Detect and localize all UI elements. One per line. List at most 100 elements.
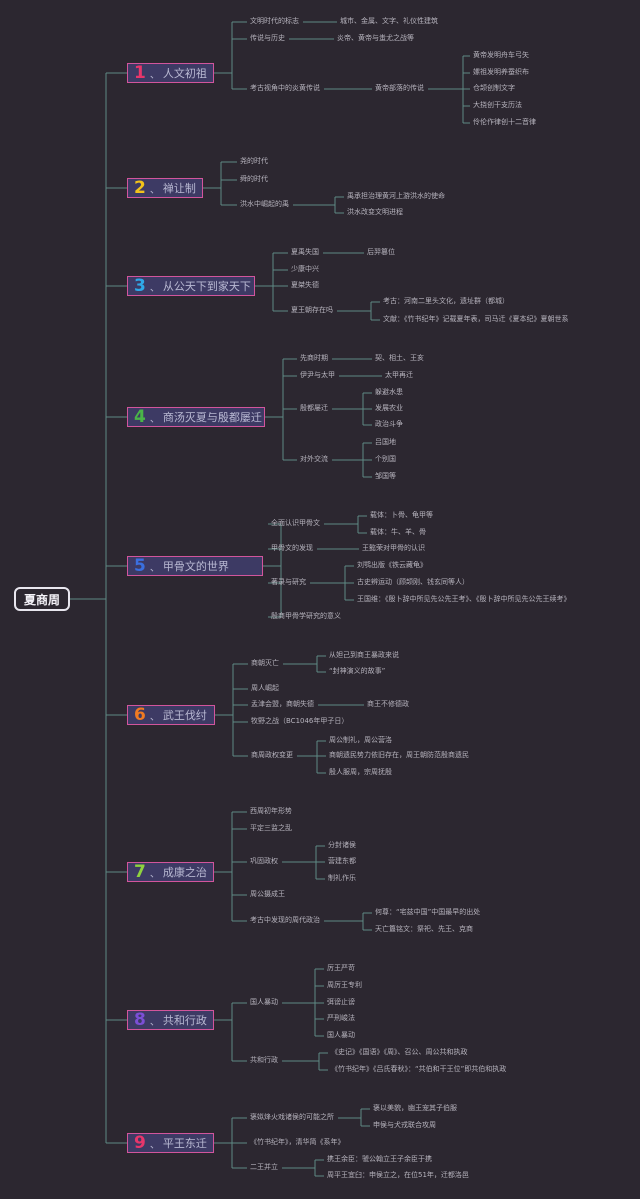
item-label: 先商时期 (300, 354, 328, 362)
child-label: 洪水改变文明进程 (347, 208, 403, 216)
child-label: 商王不修德政 (367, 700, 409, 708)
section-node-6[interactable]: 6、武王伐纣 (127, 705, 215, 725)
item-label: 商周政权变更 (251, 751, 293, 759)
child-label: 王国维：《殷卜辞中所见先公先王考》、《殷卜辞中所见先公先王续考》 (357, 595, 571, 603)
child-label: 发展农业 (375, 404, 403, 412)
item-label: 洪水中崛起的禹 (240, 200, 289, 208)
item-label: 共和行政 (250, 1056, 278, 1064)
item-label: 孟津会盟，商朝失德 (251, 700, 314, 708)
child-label: 考古：河南二里头文化，遗址群（都城） (383, 297, 509, 305)
grandchild-label: 大挠创干支历法 (473, 101, 522, 109)
item-label: 巩固政权 (250, 857, 278, 865)
child-label: 天亡簋铭文：祭祀、先王、克商 (375, 925, 473, 933)
separator: 、 (149, 69, 160, 81)
child-label: 躲避水患 (375, 388, 403, 396)
item-label: 考古中发现的周代政治 (250, 916, 320, 924)
item-label: 周人崛起 (251, 684, 279, 692)
child-label: 周公制礼，周公营洛 (329, 736, 392, 744)
item-label: 考古视角中的炎黄传说 (250, 84, 320, 92)
child-label: 营建东都 (328, 857, 356, 865)
root-node[interactable]: 夏商周 (14, 587, 70, 611)
child-label: 王懿荣对甲骨的认识 (362, 544, 425, 552)
child-label: 《史记》《国语》《周》、召公、周公共和执政 (331, 1048, 468, 1056)
section-node-4[interactable]: 4、商汤灭夏与殷都屡迁 (127, 407, 265, 427)
child-label: 炎帝、黄帝与蚩尤之战等 (337, 34, 414, 42)
item-label: 传说与历史 (250, 34, 285, 42)
section-node-9[interactable]: 9、平王东迁 (127, 1133, 214, 1153)
section-title: 禅让制 (162, 182, 196, 195)
separator: 、 (149, 1139, 160, 1151)
item-label: 对外交流 (300, 455, 328, 463)
child-label: 载体：牛、羊、骨 (370, 528, 426, 536)
child-label: 文献：《竹书纪年》记载夏年表，司马迁《夏本纪》夏朝世系 (383, 315, 569, 323)
section-node-5[interactable]: 5、甲骨文的世界 (127, 556, 263, 576)
section-number: 2 (134, 177, 146, 198)
section-node-1[interactable]: 1、人文初祖 (127, 63, 214, 83)
item-label: 牧野之战（BC1046年甲子日） (251, 717, 349, 725)
child-label: 邹国等 (375, 472, 396, 480)
item-label: 尧的时代 (240, 157, 268, 165)
separator: 、 (149, 282, 160, 294)
section-title: 人文初祖 (162, 67, 207, 80)
section-number: 7 (134, 861, 146, 882)
item-label: 夏禹失国 (291, 248, 319, 256)
item-label: 国人暴动 (250, 998, 278, 1006)
section-number: 1 (134, 62, 146, 83)
item-label: 著录与研究 (271, 578, 306, 586)
section-node-8[interactable]: 8、共和行政 (127, 1010, 214, 1030)
child-label: 个别国 (375, 455, 396, 463)
child-label: 分封诸侯 (328, 841, 356, 849)
child-label: 殷人服周，宗周抚殷 (329, 768, 392, 776)
section-title: 成康之治 (162, 866, 207, 879)
separator: 、 (149, 711, 160, 723)
child-label: 制礼作乐 (328, 874, 356, 882)
section-node-3[interactable]: 3、从公天下到家天下 (127, 276, 255, 296)
section-node-2[interactable]: 2、禅让制 (127, 178, 203, 198)
child-label: 携王余臣：虢公翰立王子余臣于携 (327, 1155, 432, 1163)
root-label: 夏商周 (23, 592, 60, 607)
separator: 、 (149, 1016, 160, 1028)
section-title: 甲骨文的世界 (162, 560, 229, 573)
section-title: 平王东迁 (162, 1137, 207, 1150)
section-number: 8 (134, 1009, 146, 1030)
child-label: 弭谤止谤 (327, 998, 355, 1006)
item-label: 甲骨文的发现 (271, 544, 313, 552)
child-label: 周厉王专利 (327, 981, 362, 989)
child-label: 禹承担治理黄河上游洪水的使命 (347, 192, 445, 200)
item-label: 西周初年形势 (250, 807, 292, 815)
child-label: 政治斗争 (375, 420, 403, 428)
item-label: 夏桀失德 (291, 281, 319, 289)
grandchild-label: 嫘祖发明养蚕织布 (473, 68, 529, 76)
child-label: 褒以美貌，幽王宠其子伯服 (373, 1104, 457, 1112)
separator: 、 (149, 184, 160, 196)
child-label: 厉王严苛 (327, 964, 355, 972)
section-title: 从公天下到家天下 (162, 280, 251, 293)
section-number: 3 (134, 275, 146, 296)
child-label: 契、相土、王亥 (375, 354, 424, 362)
separator: 、 (149, 868, 160, 880)
child-label: 申侯与犬戎联合攻周 (373, 1121, 436, 1129)
child-label: 古史辨运动（顾颉刚、钱玄同等人） (357, 578, 469, 586)
grandchild-label: 仓颉创制文字 (473, 84, 515, 92)
item-label: 伊尹与太甲 (300, 371, 335, 379)
separator: 、 (149, 413, 160, 425)
item-label: 褒姒烽火戏诸侯的可能之所 (250, 1113, 334, 1121)
child-label: 城市、金属、文字、礼仪性建筑 (340, 17, 438, 25)
section-title: 共和行政 (162, 1014, 207, 1027)
child-label: 严刑峻法 (327, 1014, 355, 1022)
child-label: 从妲己到商王暴政来说 (329, 651, 399, 659)
item-label: 舜的时代 (240, 175, 268, 183)
child-label: 周平王宜臼：申侯立之，在位51年，迁都洛邑 (327, 1171, 469, 1179)
child-label: 何尊：“宅兹中国”中国最早的出处 (375, 908, 481, 916)
child-label: 商朝遗民势力依旧存在，周王朝防范殷商遗民 (329, 751, 469, 759)
separator: 、 (149, 562, 160, 574)
child-label: 黄帝部落的传说 (375, 84, 424, 92)
section-node-7[interactable]: 7、成康之治 (127, 862, 214, 882)
section-title: 商汤灭夏与殷都屡迁 (162, 411, 262, 424)
child-label: 载体：卜骨、龟甲等 (370, 511, 433, 519)
item-label: 少康中兴 (291, 265, 319, 273)
item-label: 二王并立 (250, 1163, 278, 1171)
child-label: 刘鹗出版《铁云藏龟》 (357, 561, 427, 569)
child-label: 后羿篡位 (367, 248, 395, 256)
